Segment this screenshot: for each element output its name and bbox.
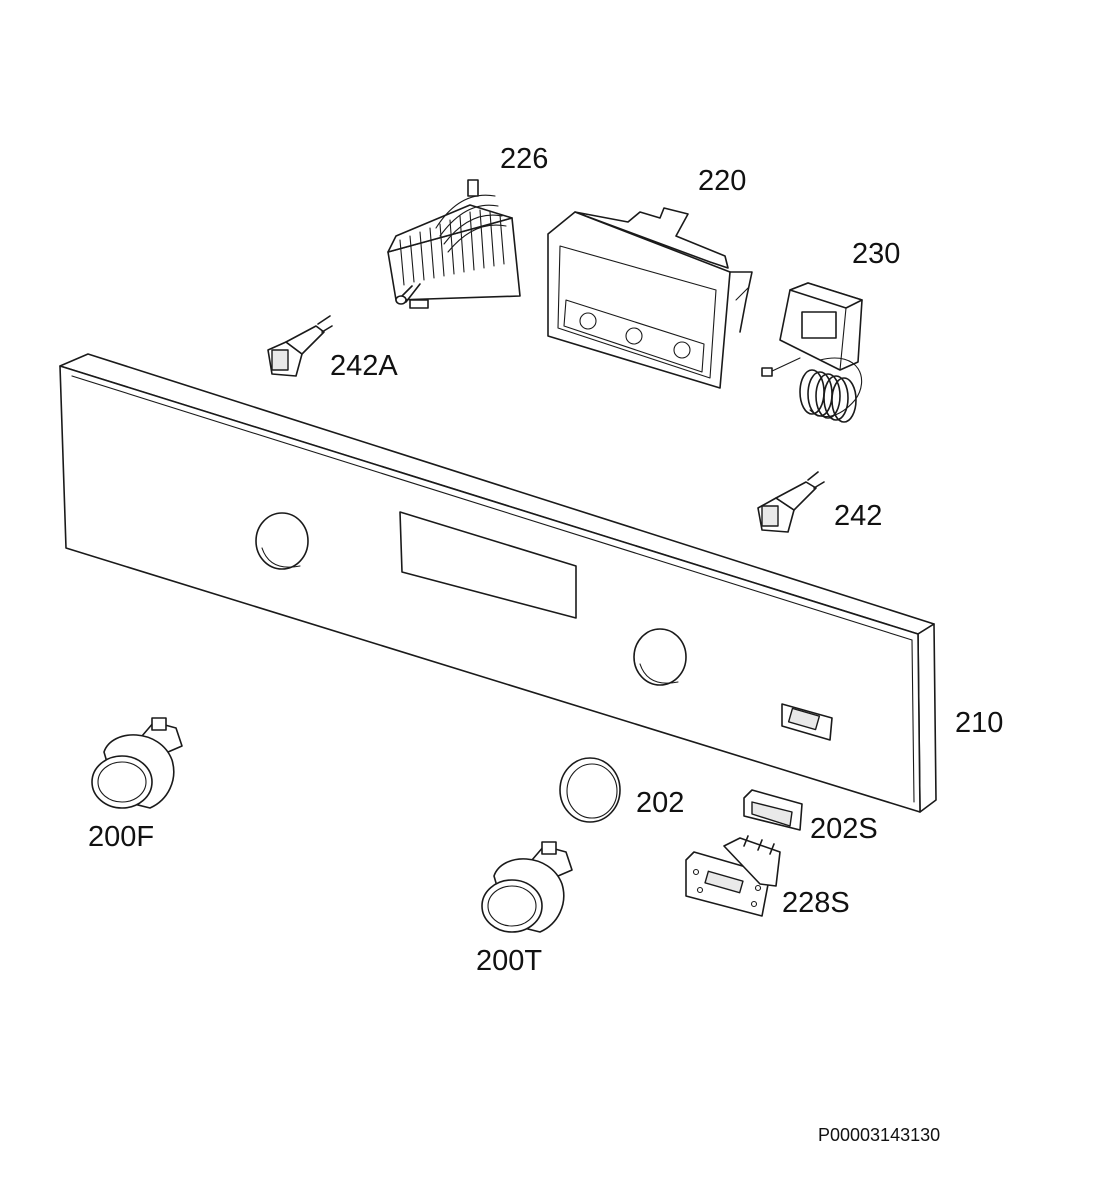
label-200F: 200F [88,821,154,853]
knob-200T [481,841,573,933]
label-242: 242 [834,500,882,532]
display-frame-220 [547,207,753,389]
label-228S: 228S [782,887,850,919]
label-226: 226 [500,143,548,175]
label-210: 210 [955,707,1003,739]
thermostat-230 [761,282,863,423]
seal-ring-202 [559,757,621,823]
lamp-holder-242A [267,315,333,377]
label-230: 230 [852,238,900,270]
switch-228S [685,835,781,917]
label-242A: 242A [330,350,398,382]
switch-cover-202S [743,789,803,831]
label-202: 202 [636,787,684,819]
label-202S: 202S [810,813,878,845]
label-220: 220 [698,165,746,197]
control-panel-210 [59,353,937,813]
knob-200F [91,717,183,809]
label-200T: 200T [476,945,542,977]
lamp-holder-242 [757,471,825,533]
drawing-code: P00003143130 [818,1125,940,1145]
selector-switch-226 [387,179,521,309]
